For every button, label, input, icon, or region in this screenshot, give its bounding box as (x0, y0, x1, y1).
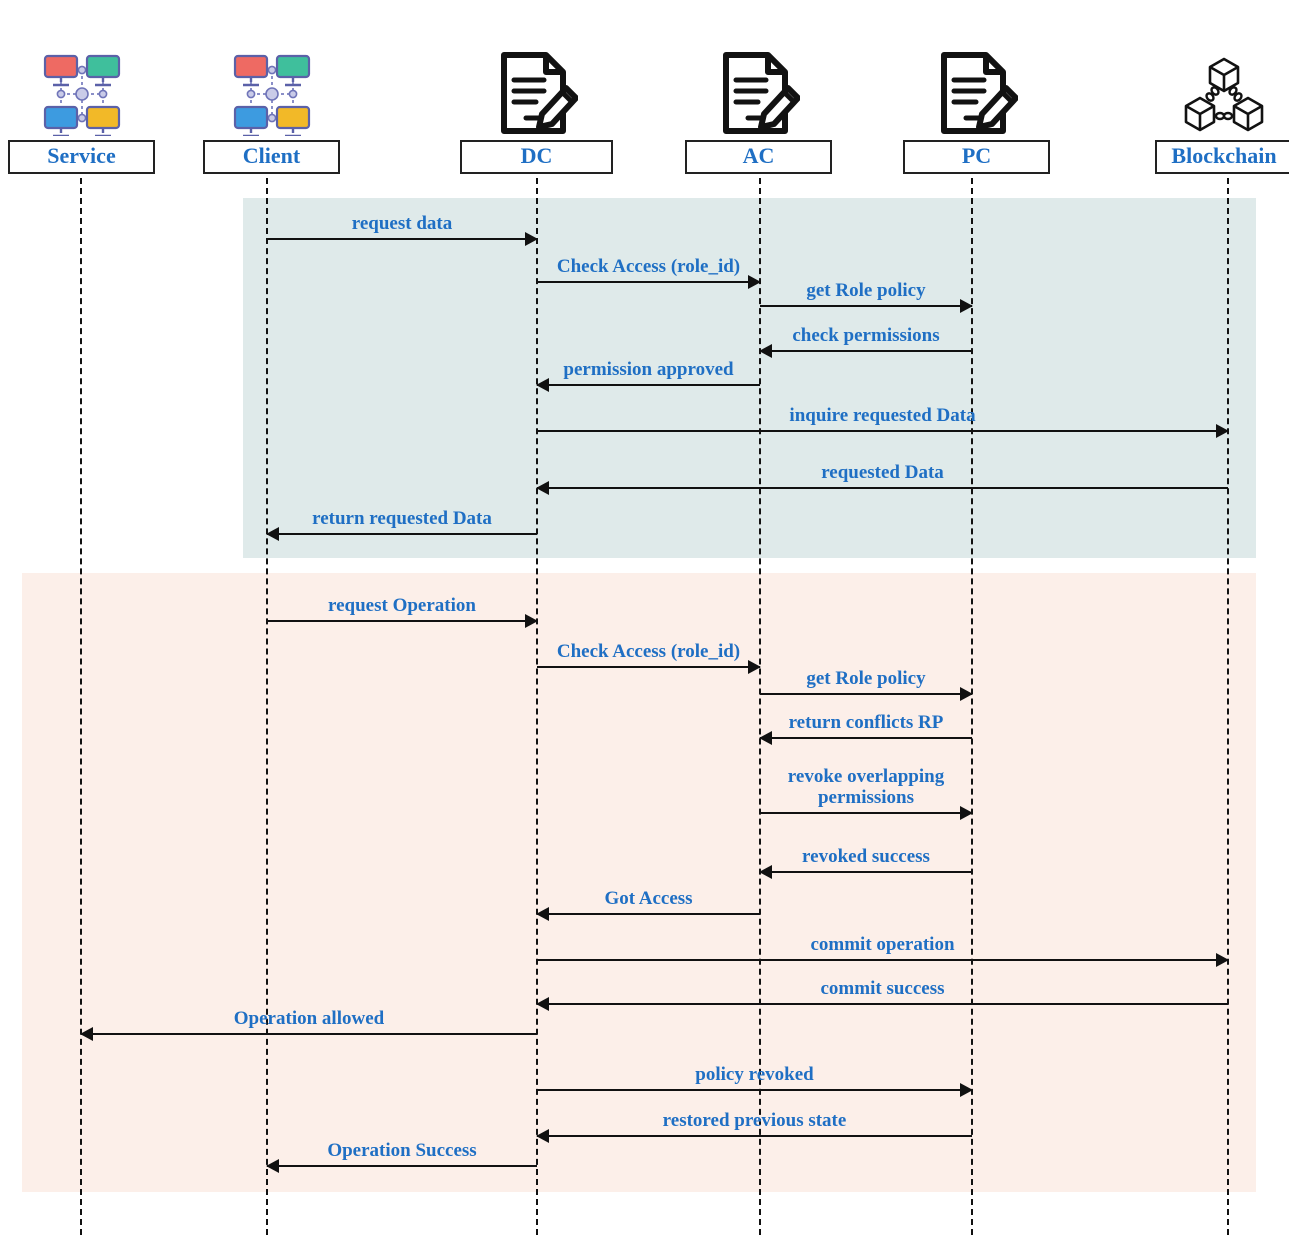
message-line (537, 959, 1228, 961)
message-line (537, 666, 760, 668)
arrow-head-icon (266, 1159, 279, 1173)
phase-band-operation-phase (22, 573, 1256, 1192)
lifeline-dc (536, 178, 538, 1235)
document-pencil-icon (460, 30, 613, 140)
lifeline-blockchain (1227, 178, 1229, 1235)
message-line (537, 1003, 1228, 1005)
message-line (760, 737, 972, 739)
arrow-head-icon (266, 527, 279, 541)
message-line (760, 693, 972, 695)
network-computers-icon (203, 30, 340, 140)
message-line (267, 1165, 537, 1167)
message-line (760, 350, 972, 352)
arrow-head-icon (536, 997, 549, 1011)
message-line (760, 871, 972, 873)
arrow-head-icon (525, 614, 538, 628)
lifeline-client (266, 178, 268, 1235)
message-line (537, 281, 760, 283)
document-pencil-icon (685, 30, 832, 140)
lifeline-service (80, 178, 82, 1235)
network-computers-icon (8, 30, 155, 140)
arrow-head-icon (960, 1083, 973, 1097)
participant-label-service: Service (8, 140, 155, 174)
message-line (537, 384, 760, 386)
document-pencil-icon (903, 30, 1050, 140)
arrow-head-icon (748, 275, 761, 289)
arrow-head-icon (536, 1129, 549, 1143)
arrow-head-icon (759, 865, 772, 879)
phase-band-data-request-phase (243, 198, 1256, 558)
participant-label-blockchain: Blockchain (1155, 140, 1289, 174)
arrow-head-icon (1216, 424, 1229, 438)
message-line (267, 533, 537, 535)
participant-client[interactable]: Client (203, 30, 340, 174)
arrow-head-icon (960, 299, 973, 313)
participant-blockchain[interactable]: Blockchain (1155, 30, 1289, 174)
arrow-head-icon (960, 687, 973, 701)
arrow-head-icon (960, 806, 973, 820)
message-line (537, 487, 1228, 489)
message-line (760, 812, 972, 814)
blockchain-cubes-icon (1155, 30, 1289, 140)
participant-label-client: Client (203, 140, 340, 174)
message-line (760, 305, 972, 307)
arrow-head-icon (536, 481, 549, 495)
message-line (537, 430, 1228, 432)
lifeline-pc (971, 178, 973, 1235)
arrow-head-icon (525, 232, 538, 246)
arrow-head-icon (536, 907, 549, 921)
participant-pc[interactable]: PC (903, 30, 1050, 174)
arrow-head-icon (759, 344, 772, 358)
arrow-head-icon (536, 378, 549, 392)
message-line (537, 1135, 972, 1137)
message-line (267, 238, 537, 240)
arrow-head-icon (80, 1027, 93, 1041)
message-line (267, 620, 537, 622)
participant-dc[interactable]: DC (460, 30, 613, 174)
arrow-head-icon (759, 731, 772, 745)
lifeline-ac (759, 178, 761, 1235)
message-line (537, 913, 760, 915)
arrow-head-icon (748, 660, 761, 674)
participant-ac[interactable]: AC (685, 30, 832, 174)
message-line (81, 1033, 537, 1035)
participant-label-pc: PC (903, 140, 1050, 174)
participant-service[interactable]: Service (8, 30, 155, 174)
participant-label-dc: DC (460, 140, 613, 174)
message-line (537, 1089, 972, 1091)
arrow-head-icon (1216, 953, 1229, 967)
participant-label-ac: AC (685, 140, 832, 174)
